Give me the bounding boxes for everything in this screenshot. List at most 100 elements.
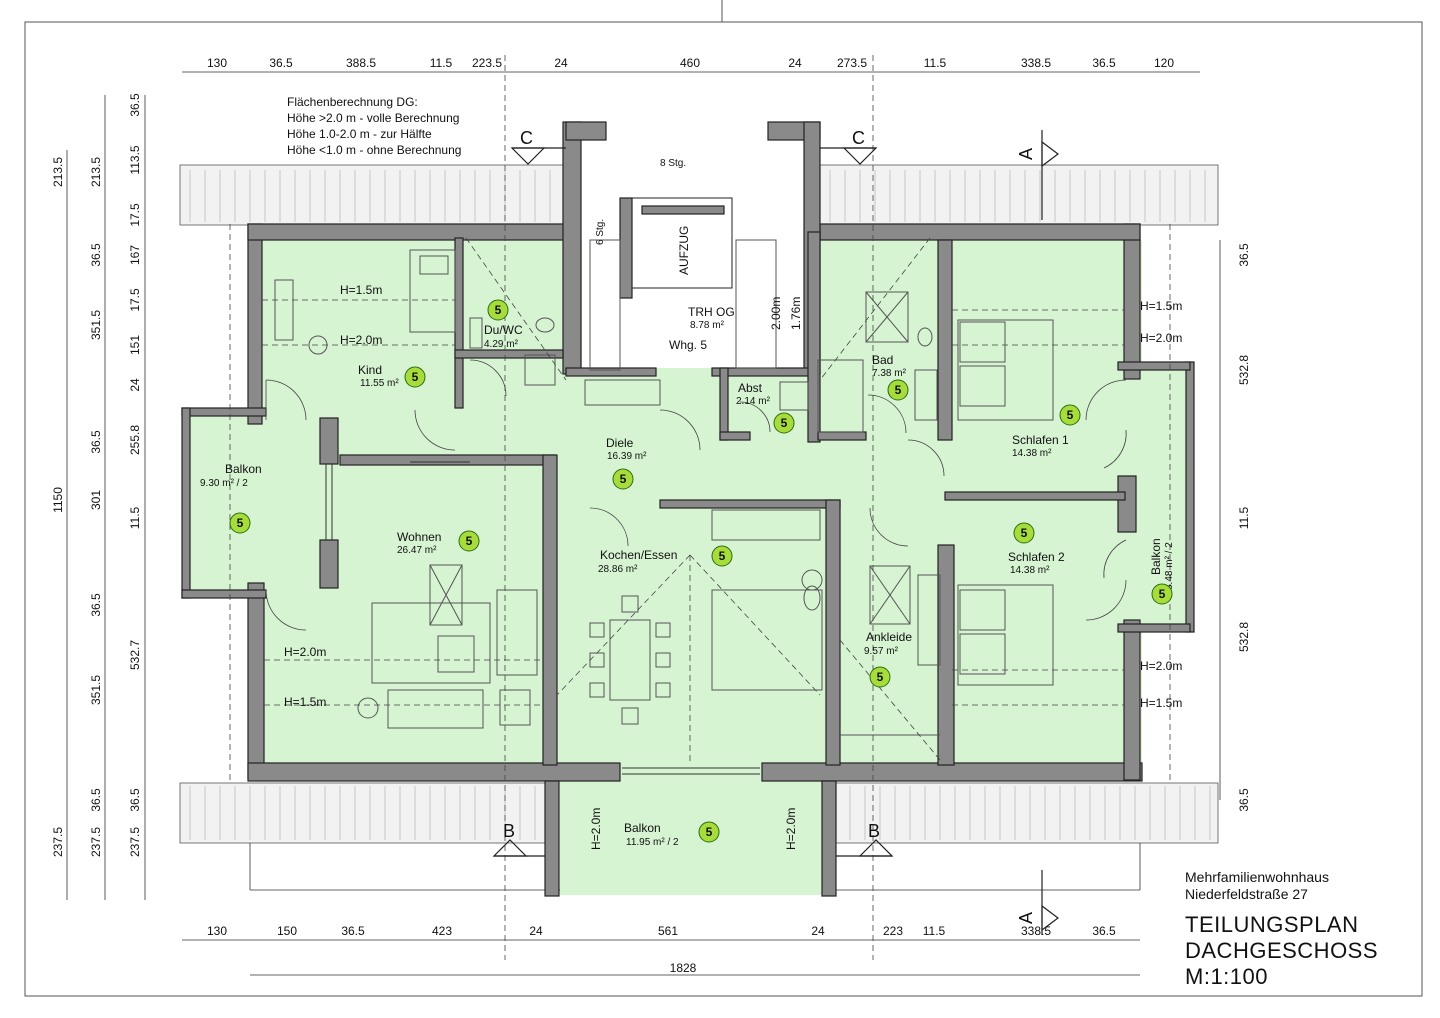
dim-left: 24	[128, 378, 142, 392]
dimension-lines	[66, 71, 1221, 976]
svg-text:5: 5	[237, 516, 244, 530]
svg-text:A: A	[1016, 912, 1036, 924]
room-name: Abst	[738, 381, 763, 395]
notes-line: Höhe 1.0-2.0 m - zur Hälfte	[287, 127, 432, 141]
unit-badge: 5	[869, 666, 891, 688]
dim-left: 113.5	[128, 145, 142, 174]
svg-text:5: 5	[495, 303, 502, 317]
room-name: TRH OG	[688, 305, 735, 319]
room-name: Balkon	[624, 821, 661, 835]
unit-badge: 5	[612, 468, 634, 490]
dim-top: 36.5	[1092, 56, 1116, 70]
furniture	[274, 239, 1054, 736]
unit-badge: 5	[404, 366, 426, 388]
roof-slope-lines	[229, 55, 1171, 960]
dim-left: 36.5	[89, 593, 103, 617]
unit-badge: 5	[711, 545, 733, 567]
dim-top: 24	[554, 56, 568, 70]
svg-text:B: B	[868, 821, 880, 841]
room-name: Kind	[358, 363, 382, 377]
windows	[325, 461, 760, 775]
section-marker-c-left: C	[510, 128, 566, 165]
dims-right: 36.5 532.8 11.5 532.8 36.5	[1237, 243, 1251, 812]
stair-steps-label: 6 Stg.	[595, 219, 606, 245]
svg-text:5: 5	[1067, 408, 1074, 422]
dim-left: 36.5	[89, 243, 103, 267]
room-area: 8.78 m²	[690, 320, 725, 331]
unit-badge: 5	[1013, 522, 1035, 544]
height-labels: H=1.5m H=2.0m H=1.5m H=2.0m H=2.0m H=1.5…	[284, 283, 1182, 850]
dim-right: 36.5	[1237, 788, 1251, 812]
dim-top: 388.5	[346, 56, 376, 70]
height-label: H=2.0m	[589, 808, 603, 850]
room-name: Du/WC	[484, 323, 523, 337]
dim-bottom: 423	[432, 924, 452, 938]
plan-scale: M:1:100	[1185, 964, 1268, 989]
room-area: 14.38 m²	[1012, 448, 1052, 459]
height-label: H=1.5m	[340, 283, 382, 297]
dim-bottom: 338.5	[1021, 924, 1051, 938]
dim-top: 24	[788, 56, 802, 70]
svg-text:C: C	[520, 128, 533, 148]
svg-text:5: 5	[466, 534, 473, 548]
svg-text:C: C	[852, 128, 865, 148]
dim-bottom: 24	[529, 924, 543, 938]
dim-right: 36.5	[1237, 243, 1251, 267]
dim-left: 17.5	[128, 288, 142, 312]
dim-left: 17.5	[128, 203, 142, 227]
notes-title: Flächenberechnung DG:	[287, 95, 418, 109]
elevator-label: AUFZUG	[677, 226, 691, 275]
room-labels: Kind 11.55 m² Du/WC 4.29 m² TRH OG 8.78 …	[200, 305, 1175, 848]
notes-line: Höhe <1.0 m - ohne Berechnung	[287, 143, 461, 157]
dim-top: 460	[680, 56, 700, 70]
height-label: 2.00m	[769, 297, 783, 330]
unit-badge: 5	[229, 512, 251, 534]
stair-labels: 8 Stg. 6 Stg. AUFZUG Whg. 5 2.00m 1.76m	[595, 158, 803, 352]
dim-bottom: 36.5	[341, 924, 365, 938]
section-markers: C C A A B B	[492, 128, 1059, 935]
height-label: H=2.0m	[340, 333, 382, 347]
dim-bottom: 24	[811, 924, 825, 938]
dim-left: 301	[89, 490, 103, 510]
dim-bottom: 561	[658, 924, 678, 938]
project-address: Niederfeldstraße 27	[1185, 886, 1308, 902]
dim-left: 1150	[51, 487, 65, 513]
dim-left: 11.5	[128, 506, 142, 529]
unit-label: Whg. 5	[669, 338, 707, 352]
room-name: Kochen/Essen	[600, 548, 677, 562]
dim-top: 11.5	[430, 56, 453, 70]
dim-left: 255.8	[128, 425, 142, 455]
svg-text:5: 5	[781, 416, 788, 430]
height-label: H=2.0m	[784, 808, 798, 850]
stair-steps-label: 8 Stg.	[660, 158, 686, 169]
walls	[181, 121, 1195, 897]
room-area: 9.57 m²	[864, 646, 899, 657]
dim-bottom: 150	[277, 924, 297, 938]
dim-bottom: 36.5	[1092, 924, 1116, 938]
dim-top: 273.5	[837, 56, 867, 70]
room-area: 11.95 m² / 2	[626, 837, 679, 848]
dim-left: 151	[128, 335, 142, 355]
room-name: Diele	[606, 436, 634, 450]
dim-top: 120	[1154, 56, 1174, 70]
dim-left: 36.5	[89, 788, 103, 812]
unit-badge: 5	[458, 530, 480, 552]
sheet-border	[24, 21, 1423, 997]
dim-left: 351.5	[89, 675, 103, 705]
room-area: 4.29 m²	[484, 339, 519, 350]
roof-strip-bottom-right	[834, 782, 1219, 844]
dim-left: 237.5	[51, 827, 65, 857]
svg-text:5: 5	[1159, 587, 1166, 601]
roof-strip-top-left	[179, 164, 571, 226]
dim-left: 532.7	[128, 640, 142, 670]
svg-text:5: 5	[706, 825, 713, 839]
dim-left: 237.5	[89, 827, 103, 857]
room-name: Wohnen	[397, 530, 441, 544]
door-swings	[265, 359, 1127, 631]
notes-line: Höhe >2.0 m - volle Berechnung	[287, 111, 459, 125]
height-label: H=1.5m	[1140, 696, 1182, 710]
dim-right: 11.5	[1237, 506, 1251, 529]
room-name: Balkon	[225, 462, 262, 476]
dim-bottom: 11.5	[923, 924, 946, 938]
project-name: Mehrfamilienwohnhaus	[1185, 869, 1329, 885]
